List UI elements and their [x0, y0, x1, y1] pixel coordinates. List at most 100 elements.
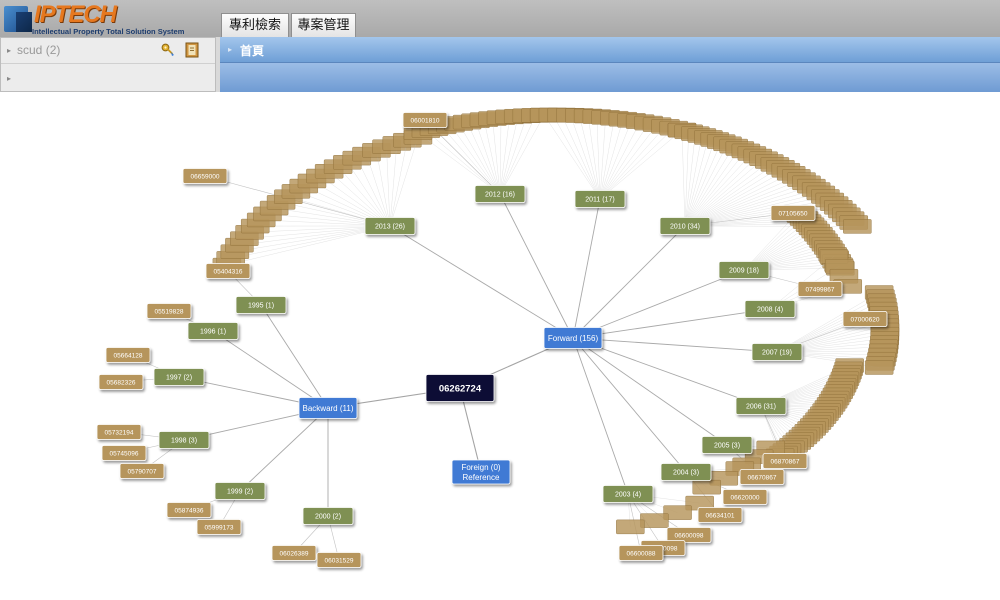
year-node-f2010-box	[659, 217, 711, 235]
patent-node[interactable]: 05664128	[105, 347, 151, 363]
year-node-f2007[interactable]: 2007 (19)	[751, 343, 803, 361]
year-node-f2013-box	[364, 217, 416, 235]
year-node-f2003[interactable]: 2003 (4)	[602, 485, 654, 503]
patent-node[interactable]: 05790707	[119, 463, 165, 479]
year-node-b2000[interactable]: 2000 (2)	[302, 507, 354, 525]
dense-leaf	[640, 513, 669, 528]
patent-node[interactable]: 06670867	[739, 469, 785, 485]
year-node-b1996[interactable]: 1996 (1)	[187, 322, 239, 340]
main-header-toolbar	[220, 63, 1000, 92]
key-icon[interactable]	[161, 43, 175, 57]
patent-node-label: 06870867	[771, 458, 800, 465]
panel-splitter[interactable]	[216, 37, 220, 92]
root-node[interactable]: 06262724	[425, 374, 495, 402]
dense-link	[599, 118, 615, 200]
year-node-f2013[interactable]: 2013 (26)	[364, 217, 416, 235]
patent-node[interactable]: 07000620	[842, 311, 888, 327]
patent-node[interactable]: 06026389	[271, 545, 317, 561]
year-node-f2012[interactable]: 2012 (16)	[474, 185, 526, 203]
dense-link	[599, 127, 674, 200]
year-node-b1999[interactable]: 1999 (2)	[214, 482, 266, 500]
year-node-f2005[interactable]: 2005 (3)	[701, 436, 753, 454]
expand-arrow-icon[interactable]: ▸	[7, 46, 12, 55]
expand-arrow-icon[interactable]: ▸	[228, 45, 233, 54]
dense-link	[226, 225, 391, 266]
dense-link	[579, 115, 601, 200]
patent-node[interactable]: 05999173	[196, 519, 242, 535]
patent-node-box	[618, 545, 664, 561]
patent-node[interactable]: 06600088	[618, 545, 664, 561]
group-node-forward-box	[543, 327, 603, 349]
home-title: 首頁	[240, 44, 265, 58]
group-node-foreign[interactable]: Foreign (0)Reference	[451, 459, 511, 485]
patent-node-label: 06670867	[748, 474, 777, 481]
patent-node[interactable]: 06031529	[316, 552, 362, 568]
patent-node[interactable]: 06600098	[666, 527, 712, 543]
dense-link	[475, 120, 501, 195]
dense-link	[684, 137, 709, 227]
year-node-f2009[interactable]: 2009 (18)	[718, 261, 770, 279]
dense-link	[356, 158, 391, 227]
year-node-f2011[interactable]: 2011 (17)	[574, 190, 626, 208]
patent-node[interactable]: 05519828	[146, 303, 192, 319]
dense-link	[684, 155, 758, 227]
dense-link	[684, 170, 786, 227]
group-node-backward[interactable]: Backward (11)	[298, 397, 358, 419]
patent-node[interactable]: 06870867	[762, 453, 808, 469]
patent-node-label: 05999173	[205, 524, 234, 531]
patent-node[interactable]: 07105650	[770, 205, 816, 221]
graph-link	[572, 269, 745, 339]
patent-node-box	[96, 424, 142, 440]
tab-project-management[interactable]: 專案管理	[291, 13, 356, 37]
year-node-b1995[interactable]: 1995 (1)	[235, 296, 287, 314]
citation-graph[interactable]: 05404316 05519828 05664128 05682326 05732194…	[0, 92, 1000, 600]
year-node-f2003-box	[602, 485, 654, 503]
patent-node[interactable]: 05745096	[101, 445, 147, 461]
year-node-f2010[interactable]: 2010 (34)	[659, 217, 711, 235]
year-node-f2008-box	[744, 300, 796, 318]
left-panel-header[interactable]: ▸ scud (2)	[1, 38, 215, 64]
year-node-f2006[interactable]: 2006 (31)	[735, 397, 787, 415]
year-node-f2011-label: 2011 (17)	[585, 196, 614, 203]
patent-node-box	[271, 545, 317, 561]
patent-node[interactable]: 07499867	[797, 281, 843, 297]
patent-node[interactable]: 05404316	[205, 263, 251, 279]
patent-node-label: 06031529	[325, 557, 354, 564]
main-header-titlebar[interactable]: ▸ 首頁	[220, 37, 1000, 63]
patent-node[interactable]: 06634101	[697, 507, 743, 523]
dense-link	[684, 167, 781, 227]
patent-node[interactable]: 05682326	[98, 374, 144, 390]
dense-link	[684, 161, 770, 227]
graph-link	[572, 308, 771, 339]
dense-link	[599, 126, 666, 200]
patent-node[interactable]: 05732194	[96, 424, 142, 440]
left-panel: ▸ scud (2) ▸	[0, 37, 216, 92]
year-node-f2004[interactable]: 2004 (3)	[660, 463, 712, 481]
patent-node[interactable]: 06001810	[402, 112, 448, 128]
patent-node-label: 05790707	[128, 468, 157, 475]
patent-node-label: 05682326	[107, 379, 136, 386]
book-icon[interactable]	[185, 42, 199, 58]
group-node-forward[interactable]: Forward (156)	[543, 327, 603, 349]
expand-arrow-icon[interactable]: ▸	[7, 74, 12, 83]
group-node-backward-box	[298, 397, 358, 419]
main-header: ▸ 首頁	[220, 37, 1000, 92]
graph-link	[499, 193, 574, 339]
left-panel-row[interactable]: ▸	[1, 64, 215, 91]
dense-link	[492, 118, 501, 195]
year-node-b1998[interactable]: 1998 (3)	[158, 431, 210, 449]
dense-link	[366, 154, 391, 227]
year-node-f2008[interactable]: 2008 (4)	[744, 300, 796, 318]
patent-node[interactable]: 06620000	[722, 489, 768, 505]
dense-link	[684, 153, 753, 227]
year-node-f2006-box	[735, 397, 787, 415]
project-name: scud	[17, 43, 43, 57]
patent-node[interactable]: 06659000	[182, 168, 228, 184]
tab-patent-search[interactable]: 專利檢索	[221, 13, 289, 37]
patent-node[interactable]: 05874936	[166, 502, 212, 518]
year-node-b1995-box	[235, 296, 287, 314]
year-node-f2003-label: 2003 (4)	[615, 491, 641, 498]
dense-link	[599, 122, 649, 200]
year-node-b1997[interactable]: 1997 (2)	[153, 368, 205, 386]
dense-link	[684, 148, 741, 227]
